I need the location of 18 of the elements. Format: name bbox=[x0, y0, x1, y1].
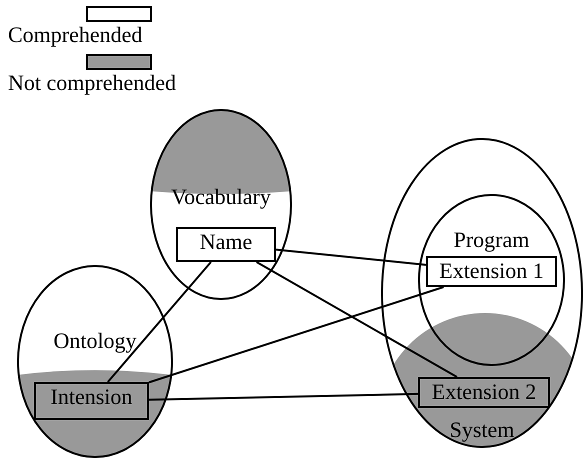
set-label: System bbox=[448, 418, 516, 442]
concept-box: Extension 2 bbox=[418, 377, 550, 408]
set-ellipse bbox=[150, 109, 292, 300]
set-ellipse bbox=[17, 265, 173, 458]
connector-line bbox=[148, 286, 444, 384]
concept-box: Intension bbox=[34, 382, 149, 420]
set-ellipse bbox=[381, 138, 583, 448]
concept-box: Name bbox=[176, 227, 276, 262]
legend-label: Comprehended bbox=[8, 23, 142, 47]
set-label: Program bbox=[452, 228, 530, 252]
set-label: Vocabulary bbox=[170, 185, 272, 209]
connector-line bbox=[256, 261, 458, 378]
legend-label: Not comprehended bbox=[8, 71, 176, 95]
connector-line bbox=[148, 392, 418, 401]
connector-line bbox=[276, 248, 426, 266]
set-ellipse bbox=[418, 194, 565, 366]
set-label: Ontology bbox=[52, 329, 138, 353]
concept-box: Extension 1 bbox=[426, 256, 557, 287]
